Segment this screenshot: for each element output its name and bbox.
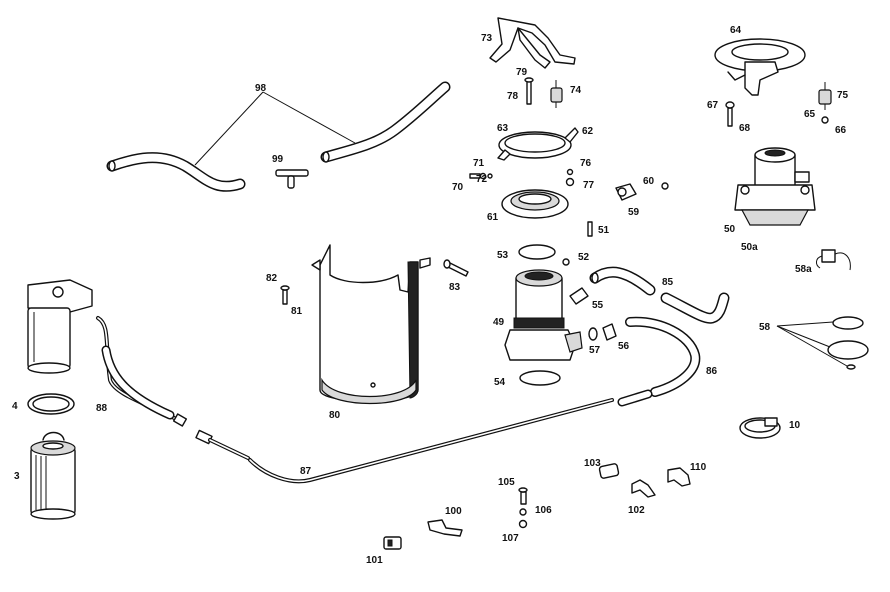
washer-57 — [588, 327, 598, 341]
label-50a: 50a — [741, 242, 758, 253]
label-74: 74 — [570, 85, 582, 96]
t-piece-99 — [275, 169, 309, 189]
label-55: 55 — [592, 300, 604, 311]
label-86: 86 — [706, 366, 718, 377]
label-62: 62 — [582, 126, 594, 137]
label-64: 64 — [730, 25, 742, 36]
label-50: 50 — [724, 224, 736, 235]
label-66: 66 — [835, 125, 847, 136]
part-labels: 98 99 73 79 78 74 64 67 68 75 65 66 63 6… — [12, 25, 849, 566]
banjo-59 — [615, 183, 637, 201]
screw-52 — [562, 258, 570, 266]
pipe-87 — [195, 398, 614, 484]
nut-60 — [661, 182, 669, 190]
label-71: 71 — [473, 158, 485, 169]
label-56: 56 — [618, 341, 630, 352]
label-98: 98 — [255, 83, 267, 94]
bolt-78 — [524, 77, 534, 105]
label-51: 51 — [598, 225, 610, 236]
oring-54 — [519, 370, 561, 386]
connector-58a — [816, 249, 851, 271]
label-77: 77 — [583, 180, 595, 191]
label-107: 107 — [502, 533, 519, 544]
clamp-10 — [739, 417, 781, 439]
hose-98-right — [320, 81, 451, 163]
label-65: 65 — [804, 109, 816, 120]
filter-housing — [27, 279, 93, 374]
mount-74 — [550, 80, 563, 108]
label-68: 68 — [739, 123, 751, 134]
label-81: 81 — [291, 306, 303, 317]
label-78: 78 — [507, 91, 519, 102]
label-3: 3 — [14, 471, 20, 482]
ring-4 — [27, 393, 75, 415]
label-58: 58 — [759, 322, 771, 333]
label-72: 72 — [476, 174, 488, 185]
fitting-56 — [602, 323, 617, 341]
hose-85 — [589, 266, 730, 324]
mount-75 — [818, 82, 832, 124]
label-59: 59 — [628, 207, 640, 218]
label-58a: 58a — [795, 264, 812, 275]
label-101: 101 — [366, 555, 383, 566]
label-57: 57 — [589, 345, 601, 356]
bracket-100 — [427, 519, 463, 537]
label-99: 99 — [272, 154, 284, 165]
sleeve-103 — [598, 463, 620, 479]
label-80: 80 — [329, 410, 341, 421]
label-54: 54 — [494, 377, 506, 388]
oring-53 — [518, 244, 556, 260]
label-67: 67 — [707, 100, 719, 111]
label-88: 88 — [96, 403, 108, 414]
clamp-ring-62-63 — [497, 127, 579, 161]
label-73: 73 — [481, 33, 493, 44]
screw-70 — [469, 172, 493, 180]
label-83: 83 — [449, 282, 461, 293]
label-70: 70 — [452, 182, 464, 193]
clip-101 — [383, 536, 402, 550]
label-61: 61 — [487, 212, 499, 223]
bolt-83 — [443, 259, 469, 277]
hose-98-left — [106, 152, 246, 192]
pump-49 — [504, 269, 583, 361]
clip-102 — [631, 479, 656, 498]
rings-58 — [776, 316, 869, 370]
label-82: 82 — [266, 273, 278, 284]
pipe-88 — [96, 316, 188, 427]
bolt-105 — [518, 487, 528, 529]
label-100: 100 — [445, 506, 462, 517]
label-105: 105 — [498, 477, 515, 488]
heat-shield-80 — [311, 244, 431, 404]
label-106: 106 — [535, 505, 552, 516]
label-85: 85 — [662, 277, 674, 288]
label-75: 75 — [837, 90, 849, 101]
label-79: 79 — [516, 67, 528, 78]
bracket-73 — [489, 17, 576, 69]
ring-61 — [501, 189, 569, 219]
label-52: 52 — [578, 252, 590, 263]
pump-50 — [734, 147, 816, 226]
label-10: 10 — [789, 420, 801, 431]
label-49: 49 — [493, 317, 505, 328]
fitting-55 — [569, 287, 589, 305]
label-103: 103 — [584, 458, 601, 469]
label-102: 102 — [628, 505, 645, 516]
label-63: 63 — [497, 123, 509, 134]
clip-110 — [667, 467, 691, 487]
label-4: 4 — [12, 401, 18, 412]
plate-64 — [714, 38, 806, 96]
label-110: 110 — [690, 462, 707, 473]
label-60: 60 — [643, 176, 655, 187]
pin-51 — [587, 221, 593, 237]
bolt-81 — [280, 285, 290, 305]
leader-98 — [194, 91, 356, 166]
hose-86 — [617, 316, 701, 407]
filter-3 — [30, 431, 76, 520]
nut-77 — [565, 168, 575, 187]
label-76: 76 — [580, 158, 592, 169]
label-87: 87 — [300, 466, 312, 477]
label-53: 53 — [497, 250, 509, 261]
bolt-68 — [725, 101, 735, 127]
